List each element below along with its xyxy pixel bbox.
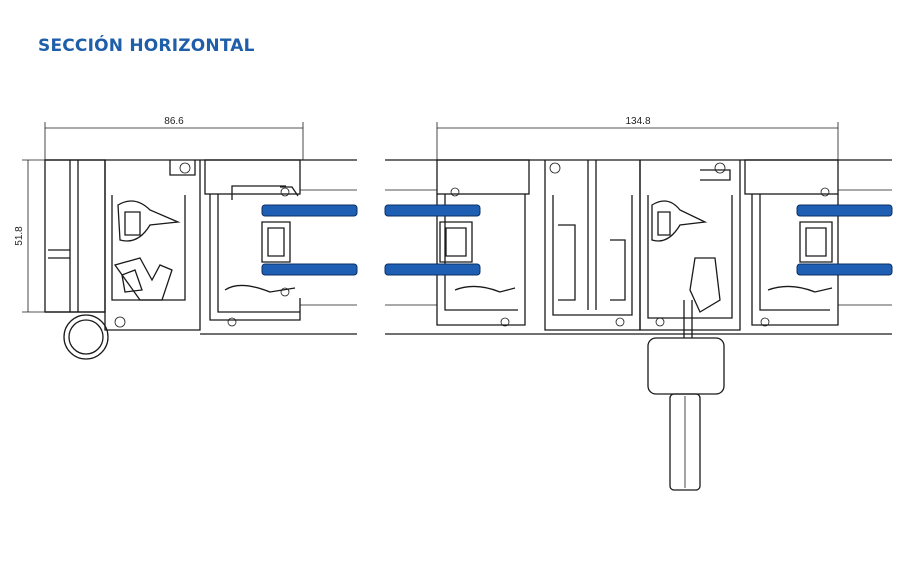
dimension-label-left-height: 51.8: [14, 226, 25, 246]
left-glass-pane-lower: [261, 263, 358, 276]
left-frame-profile: [44, 159, 357, 335]
window-handle: [647, 337, 725, 491]
roller-wheel: [63, 314, 109, 360]
right-glass-pane-lower-right: [796, 263, 893, 276]
right-glass-pane-upper-right: [796, 204, 893, 217]
right-frame-profile: [385, 159, 892, 338]
dimension-label-right-width: 134.8: [625, 116, 650, 127]
right-glass-pane-upper-left: [384, 204, 481, 217]
dimension-right-width: 134.8: [436, 116, 839, 160]
section-title: SECCIÓN HORIZONTAL: [38, 36, 255, 56]
right-glass-pane-lower-left: [384, 263, 481, 276]
dimension-left-width: 86.6: [44, 116, 304, 160]
left-glass-pane-upper: [261, 204, 358, 217]
dimension-label-left-width: 86.6: [164, 116, 184, 127]
dimension-left-height: 51.8: [14, 159, 45, 313]
